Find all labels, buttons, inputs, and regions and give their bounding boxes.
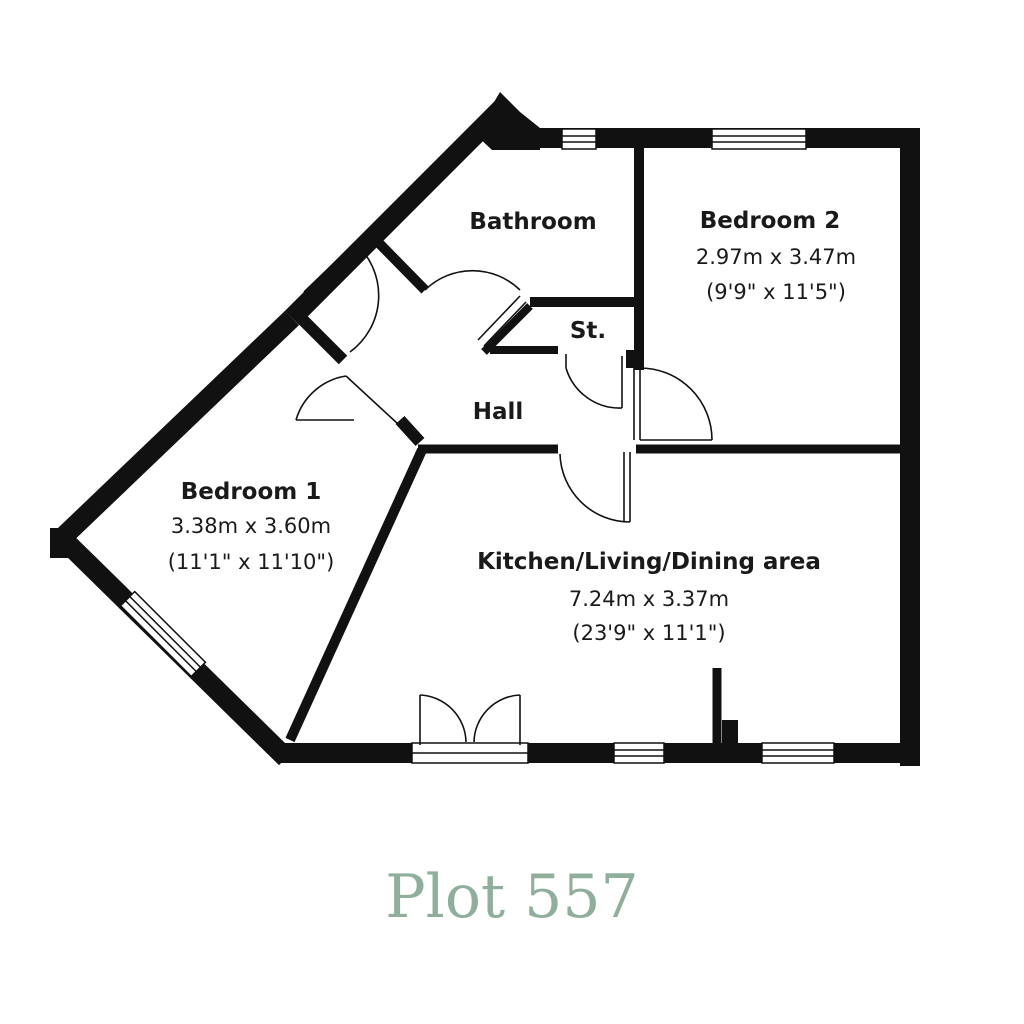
entrance-door	[303, 242, 380, 353]
kitchen-name: Kitchen/Living/Dining area	[477, 549, 821, 575]
bedroom2-imperial: (9'9" x 11'5")	[706, 280, 846, 304]
left-diagonal-exterior-wall	[55, 310, 299, 546]
interior-walls	[285, 148, 905, 748]
kitchen-window-2	[761, 742, 835, 764]
patio-door-frame	[411, 742, 529, 764]
storage-name: St.	[570, 318, 606, 344]
bedroom1-door	[295, 375, 399, 425]
bedroom1-door-jamb	[395, 415, 425, 447]
bedroom2-metric: 2.97m x 3.47m	[696, 245, 856, 269]
doors	[295, 242, 713, 745]
windows	[119, 128, 835, 764]
left-corner-block	[50, 528, 72, 558]
corner-notch	[475, 92, 540, 150]
plot-title: Plot 557	[385, 862, 639, 932]
patio-doors	[419, 694, 521, 745]
bedroom1-window	[119, 590, 207, 678]
bedroom2-name: Bedroom 2	[700, 208, 841, 234]
bedroom2-door	[633, 367, 713, 441]
upper-diagonal-exterior-wall	[284, 97, 513, 326]
hall-name: Hall	[473, 399, 524, 425]
bathroom-window	[561, 128, 597, 150]
kitchen-imperial: (23'9" x 11'1")	[572, 621, 725, 645]
entrance-wall-stub	[290, 307, 348, 365]
kitchen-window-1	[613, 742, 665, 764]
kitchen-door	[559, 452, 631, 523]
partition-block	[722, 720, 738, 748]
bedroom2-window	[711, 128, 807, 150]
bathroom-lower-wall	[368, 232, 429, 294]
bedroom1-imperial: (11'1" x 11'10")	[168, 550, 335, 574]
bathroom-name: Bathroom	[469, 209, 596, 235]
bedroom1-metric: 3.38m x 3.60m	[171, 514, 331, 538]
bathroom-door-jamb	[481, 303, 533, 355]
bathroom-door	[424, 269, 527, 347]
storage-door	[565, 354, 623, 409]
bedroom1-name: Bedroom 1	[181, 479, 322, 505]
room-labels: Bathroom Bedroom 2 2.97m x 3.47m (9'9" x…	[168, 208, 856, 645]
bedroom1-kitchen-wall	[285, 447, 427, 743]
kitchen-metric: 7.24m x 3.37m	[569, 587, 729, 611]
